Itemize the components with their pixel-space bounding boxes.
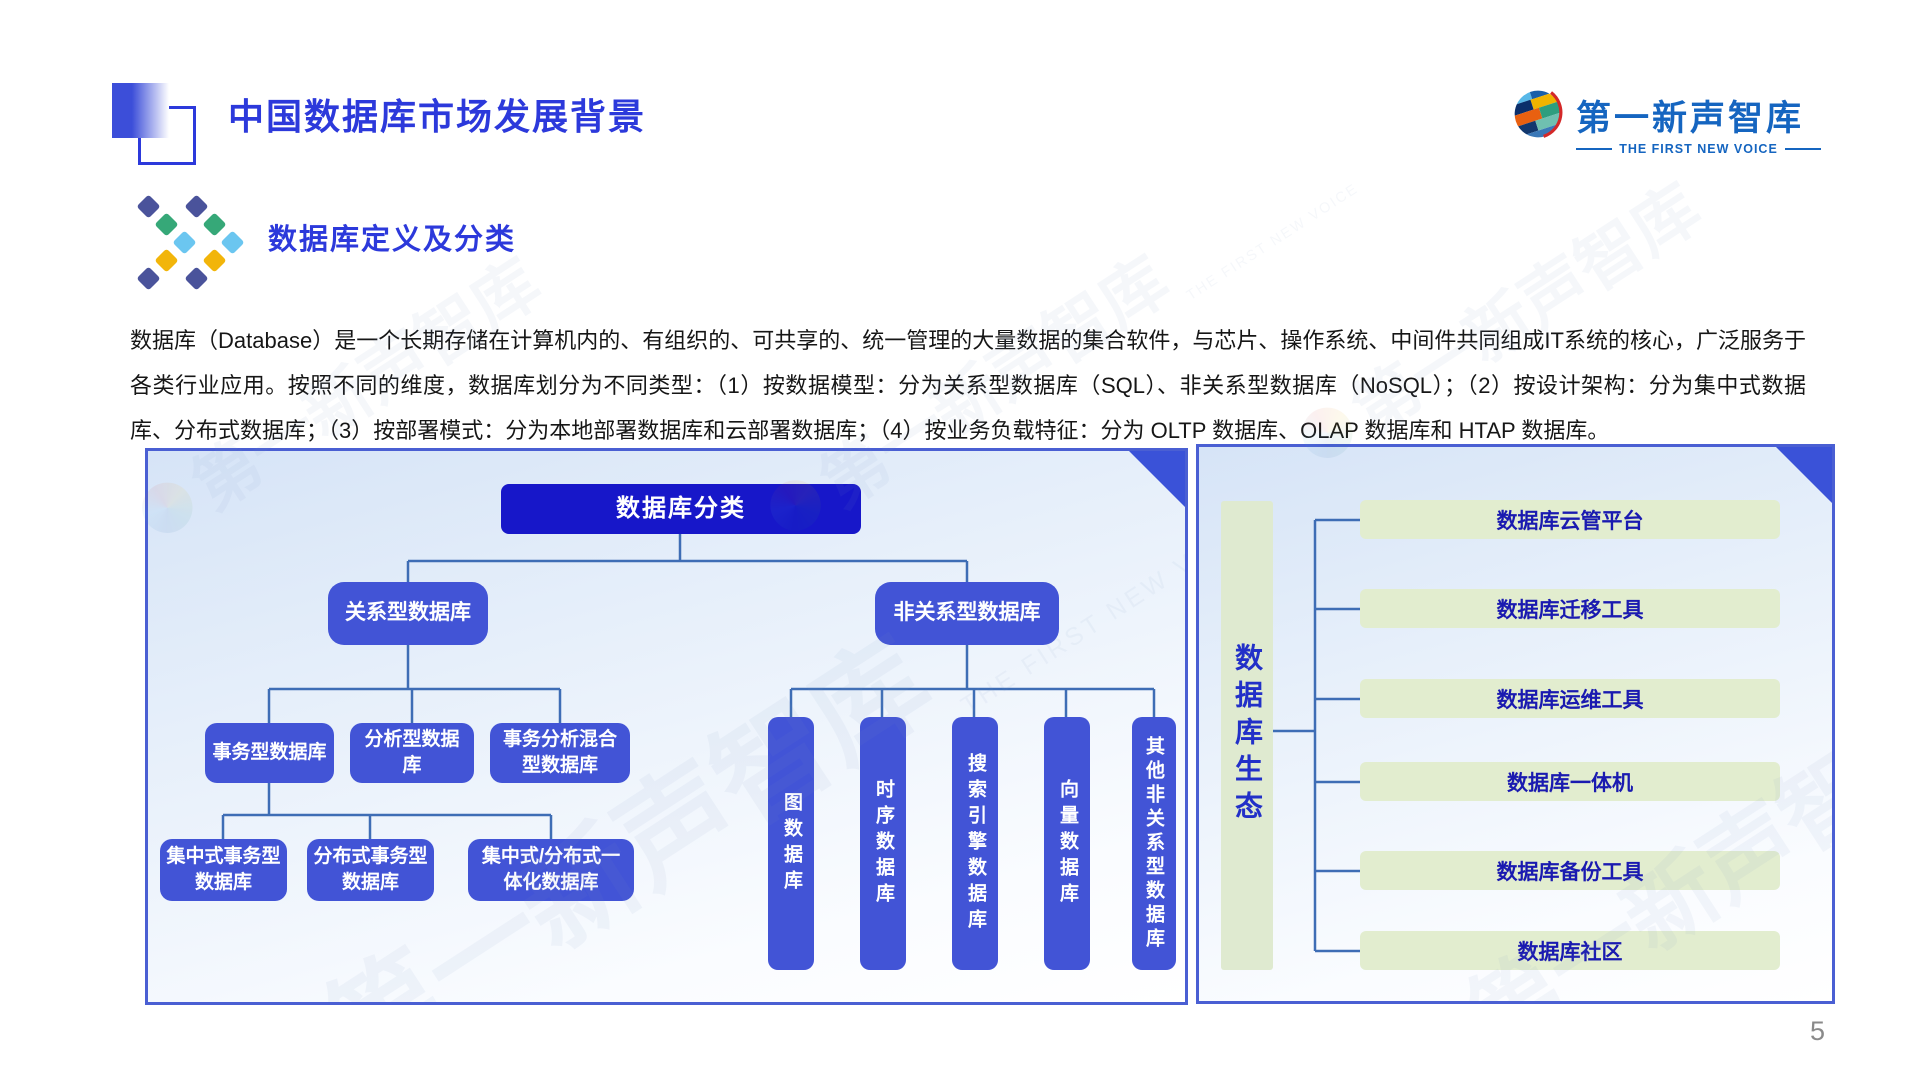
ecosystem-item-backup-tools: 数据库备份工具 xyxy=(1360,851,1780,890)
tree-node-transactional: 事务型数据库 xyxy=(205,723,334,783)
tree-node-distributed-transactional: 分布式事务型数据库 xyxy=(307,839,434,901)
panel-corner-accent xyxy=(1129,451,1185,507)
intro-paragraph: 数据库（Database）是一个长期存储在计算机内的、有组织的、可共享的、统一管… xyxy=(130,328,1806,443)
logo-name: 第一新声智库 xyxy=(1576,99,1805,138)
tree-node-nonrelational: 非关系型数据库 xyxy=(875,582,1059,645)
tree-node-search-engine-db: 搜索引擎数据库 xyxy=(952,717,998,970)
panel-corner-accent xyxy=(1776,447,1832,503)
tree-node-htap: 事务分析混合型数据库 xyxy=(490,723,630,783)
ecosystem-item-migration-tools: 数据库迁移工具 xyxy=(1360,589,1780,628)
page-title: 中国数据库市场发展背景 xyxy=(228,96,647,137)
tree-node-centralized-transactional: 集中式事务型数据库 xyxy=(160,839,287,901)
logo-globe-icon xyxy=(1508,84,1568,147)
page-number: 5 xyxy=(1810,1016,1826,1046)
tree-node-unified-transactional: 集中式/分布式一体化数据库 xyxy=(468,839,634,901)
tree-node-analytical: 分析型数据库 xyxy=(350,723,474,783)
tree-node-other-nonrelational-db: 其他非关系型数据库 xyxy=(1132,717,1176,970)
ecosystem-label-bar: 数据库生态 xyxy=(1221,501,1273,970)
ecosystem-item-community: 数据库社区 xyxy=(1360,931,1780,970)
ecosystem-item-cloud-platform: 数据库云管平台 xyxy=(1360,500,1780,539)
ecosystem-item-ops-tools: 数据库运维工具 xyxy=(1360,679,1780,718)
tree-node-relational: 关系型数据库 xyxy=(328,582,488,645)
ecosystem-item-appliance: 数据库一体机 xyxy=(1360,762,1780,801)
tree-connector-lines xyxy=(221,534,1156,839)
classification-panel: 第一新声智库 THE FIRST NEW VOICE 数据库分类 关系型数据库 … xyxy=(145,448,1188,1005)
logo-tagline: THE FIRST NEW VOICE xyxy=(1576,142,1821,156)
section-title: 数据库定义及分类 xyxy=(268,224,517,256)
ecosystem-panel: 第一新声智库 THE FIRST NEW VOICE 数据库生态 数据库云管平台… xyxy=(1196,444,1835,1004)
tree-node-timeseries-db: 时序数据库 xyxy=(860,717,906,970)
tree-root-node: 数据库分类 xyxy=(501,484,861,534)
section-chevron-icon xyxy=(136,194,248,291)
tree-node-vector-db: 向量数据库 xyxy=(1044,717,1090,970)
tree-node-graph-db: 图数据库 xyxy=(768,717,814,970)
ecosystem-connector-lines xyxy=(1273,518,1360,953)
header-decoration-square xyxy=(112,83,169,138)
